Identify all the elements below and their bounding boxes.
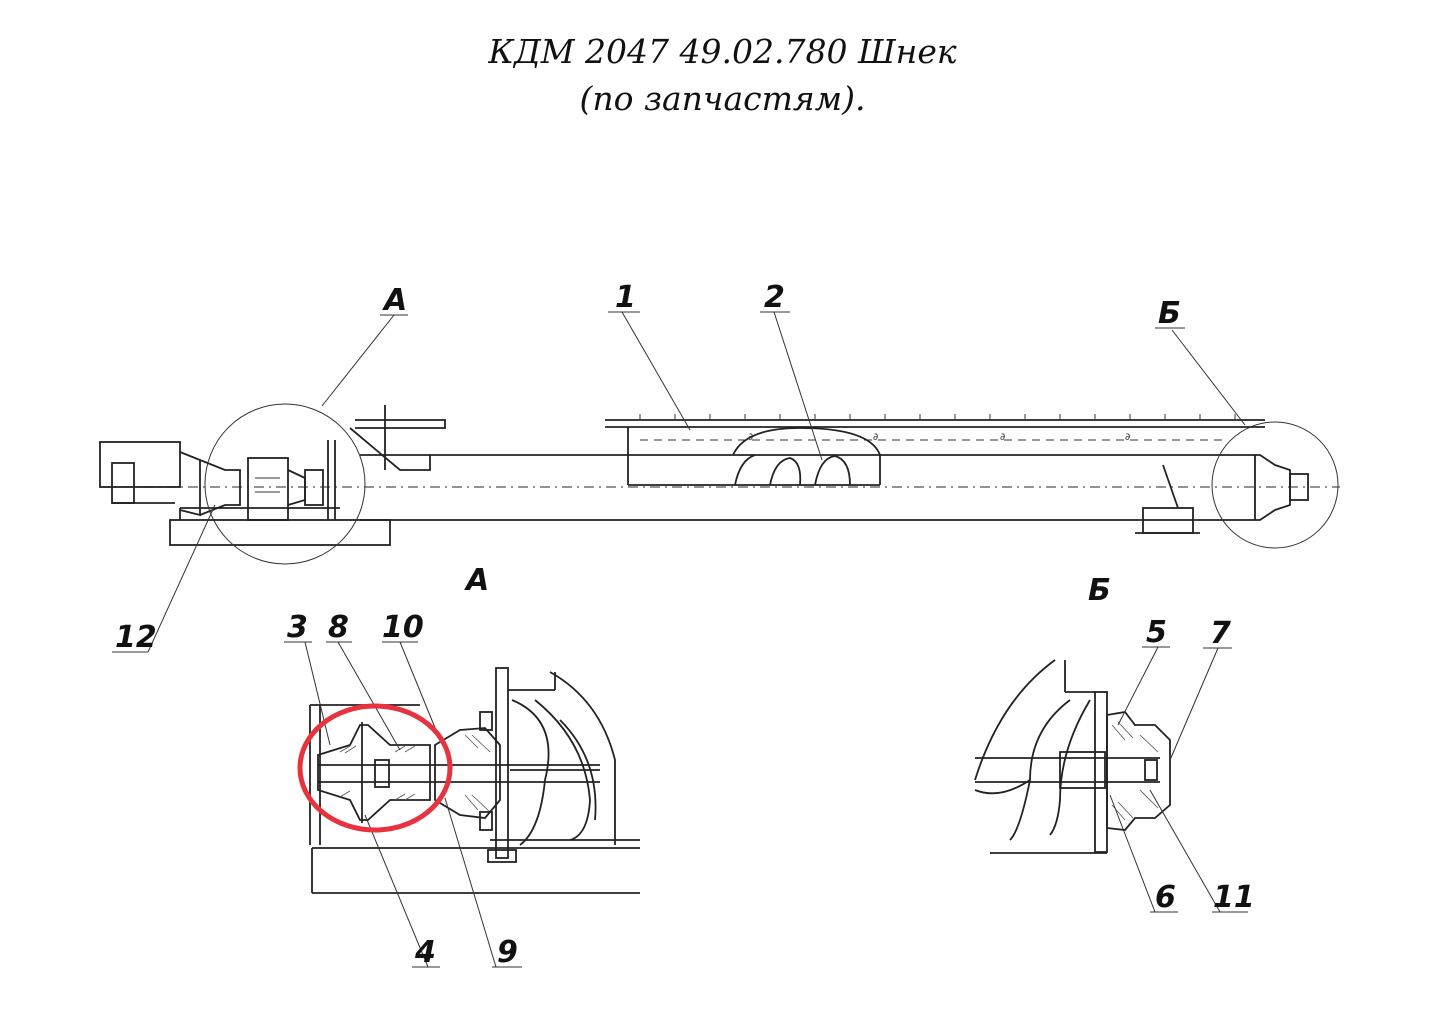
detail-b-view	[974, 659, 1171, 854]
label-11: 11	[1213, 880, 1255, 915]
svg-text:∂: ∂	[1000, 432, 1005, 443]
label-7: 7	[1210, 616, 1231, 651]
label-view-a: А	[382, 283, 407, 318]
label-view-b: Б	[1158, 296, 1181, 331]
detail-a-view	[309, 667, 640, 894]
main-leaders	[112, 311, 1246, 653]
label-3: 3	[287, 610, 308, 645]
label-1: 1	[615, 280, 636, 315]
label-12: 12	[115, 620, 157, 655]
svg-text:∂: ∂	[748, 432, 753, 443]
svg-text:∂: ∂	[1125, 432, 1130, 443]
main-assembly-view: ∂ ∂ ∂ ∂	[99, 403, 1340, 565]
label-5: 5	[1146, 615, 1167, 650]
detail-circle-b	[1211, 421, 1339, 549]
drawing-title: КДМ 2047 49.02.780 Шнек	[488, 32, 957, 71]
label-6: 6	[1155, 880, 1176, 915]
detail-b-title: Б	[1088, 573, 1111, 608]
label-8: 8	[328, 610, 349, 645]
detail-a-title: А	[464, 563, 489, 598]
highlight-ellipse	[297, 703, 453, 833]
detail-a-leaders	[284, 641, 522, 968]
drawing-subtitle: (по запчастям).	[579, 79, 866, 118]
detail-circle-a	[204, 403, 366, 565]
label-4: 4	[414, 935, 436, 970]
label-2: 2	[764, 280, 785, 315]
label-10: 10	[382, 610, 424, 645]
detail-b-leaders	[1109, 646, 1248, 913]
svg-text:∂: ∂	[873, 432, 878, 443]
label-9: 9	[497, 935, 518, 970]
